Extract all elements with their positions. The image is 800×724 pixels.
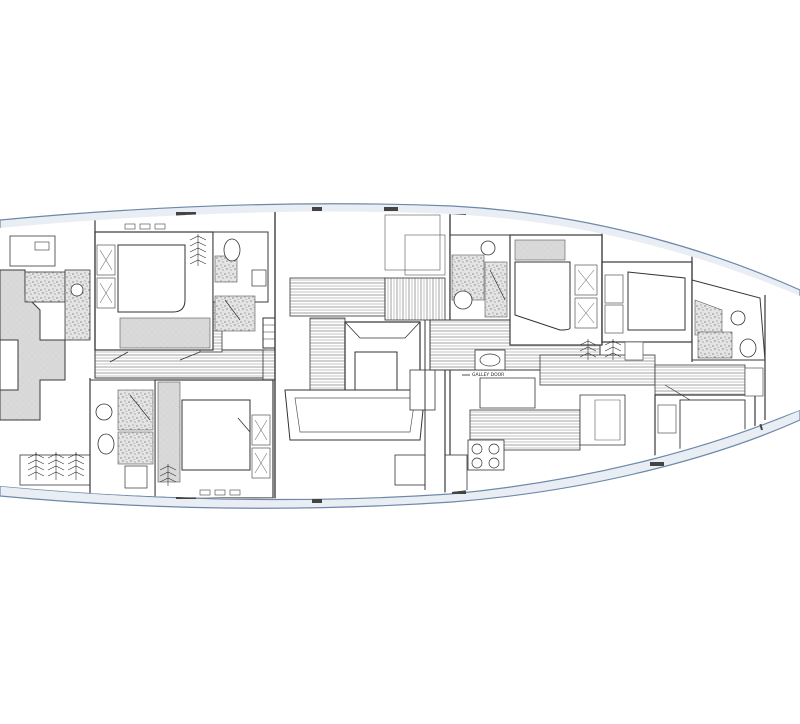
crew-cabin (579, 261, 693, 361)
aft-cabin-port (94, 223, 214, 351)
galley: GALLEY DOOR (429, 319, 656, 496)
aft-head-port (189, 231, 269, 332)
galley-door-label: GALLEY DOOR (472, 372, 504, 378)
aft-head-starboard (19, 379, 177, 499)
forepeak-head (691, 279, 766, 361)
interior: GALLEY DOOR (0, 211, 800, 499)
forward-cabin-port (509, 234, 603, 346)
aft-saloon (0, 235, 91, 421)
mid-head (449, 234, 511, 321)
main-saloon (274, 211, 451, 499)
aft-cabin-starboard (154, 379, 274, 499)
stove-icon (467, 439, 505, 471)
bulkheads (89, 211, 766, 499)
